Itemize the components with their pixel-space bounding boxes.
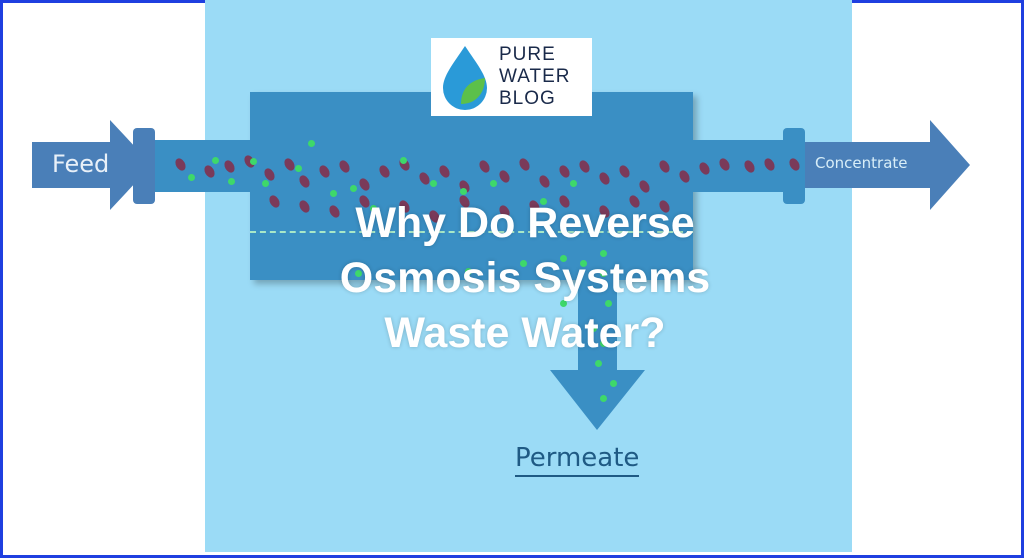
permeate-arrow-icon bbox=[550, 270, 645, 430]
logo: PURE WATER BLOG bbox=[431, 38, 592, 116]
title-line-2: Osmosis Systems bbox=[339, 254, 711, 302]
feed-label: Feed bbox=[52, 150, 110, 178]
logo-line-2: WATER bbox=[499, 66, 571, 87]
logo-line-1: PURE bbox=[499, 44, 556, 65]
page-title: Why Do Reverse Osmosis Systems Waste Wat… bbox=[330, 196, 720, 361]
concentrate-arrow-icon bbox=[795, 120, 970, 210]
title-line-3: Waste Water? bbox=[384, 309, 666, 357]
logo-line-3: BLOG bbox=[499, 88, 556, 109]
feed-arrow-icon bbox=[32, 120, 152, 210]
membrane-line bbox=[250, 231, 693, 233]
water-drop-leaf-icon bbox=[443, 46, 487, 110]
inlet-flange bbox=[133, 128, 155, 204]
title-line-1: Why Do Reverse bbox=[355, 199, 695, 247]
concentrate-label: Concentrate bbox=[815, 154, 908, 172]
logo-text: PURE WATER BLOG bbox=[499, 44, 571, 110]
permeate-label: Permeate bbox=[515, 443, 640, 477]
